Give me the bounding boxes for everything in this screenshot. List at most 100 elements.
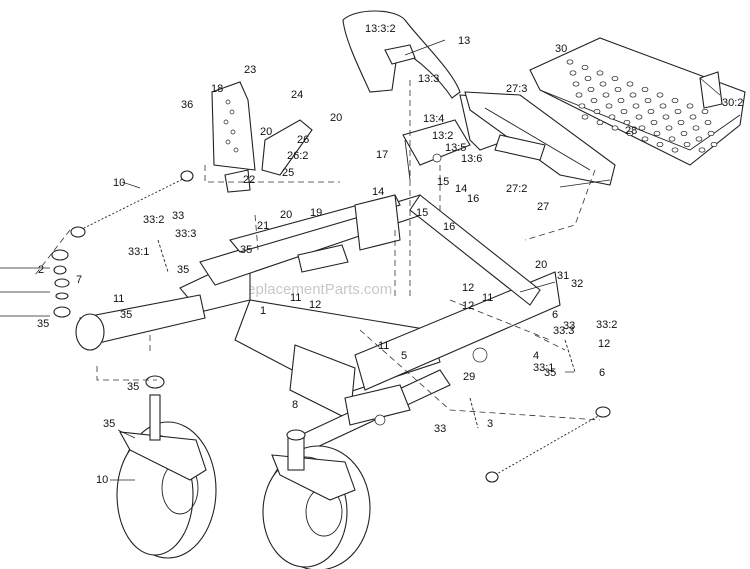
- footrest-hole: [623, 119, 631, 126]
- callout-label: 33: [563, 320, 575, 332]
- callout-label: 27:3: [506, 83, 527, 95]
- callout-label: 14: [372, 186, 384, 198]
- footrest-hole: [707, 130, 715, 137]
- footrest-hole: [692, 125, 700, 131]
- footrest-hole: [674, 108, 682, 115]
- spring-right: [485, 406, 611, 483]
- footrest-hole: [677, 119, 685, 126]
- footrest-hole: [671, 147, 679, 153]
- callout-labels: 13:3:2 13 30 23 18 36 24 13:3 27:3 30:2 …: [37, 23, 743, 486]
- callout-label: 35: [127, 381, 139, 393]
- footrest-hole: [701, 108, 709, 115]
- callout-label: 6: [552, 309, 558, 321]
- footrest-hole: [575, 92, 583, 98]
- callout-label: 20: [280, 209, 292, 221]
- footrest-hole: [581, 114, 589, 120]
- footrest-hole: [689, 114, 697, 120]
- callout-label: 16: [443, 221, 455, 233]
- left-caster-wheel: [116, 375, 217, 559]
- callout-label: 27:2: [506, 183, 527, 195]
- callout-label: 13:2: [432, 130, 453, 142]
- footrest-hole: [611, 75, 619, 82]
- footrest-hole: [578, 103, 586, 109]
- callout-label: 13:5: [445, 142, 466, 154]
- alignment-lines: [34, 80, 601, 421]
- callout-label: 12: [309, 299, 321, 311]
- callout-label: 35: [177, 264, 189, 276]
- callout-label: 13: [458, 35, 470, 47]
- adjuster-chains: [157, 239, 576, 429]
- callout-label: 26: [297, 134, 309, 146]
- footrest-hole: [596, 119, 604, 126]
- footrest-hole: [632, 103, 640, 109]
- callout-label: 33:3: [553, 325, 574, 337]
- callout-label: 19: [310, 207, 322, 219]
- callout-label: 23: [244, 64, 256, 76]
- callout-label: 33:2: [596, 319, 617, 331]
- callout-label: 33:3: [175, 228, 196, 240]
- footrest-hole: [668, 136, 676, 142]
- callout-label: 13:3: [418, 73, 439, 85]
- callout-label: 3: [487, 418, 493, 430]
- callout-label: 17: [376, 149, 388, 161]
- callout-label: 10: [96, 474, 108, 486]
- callout-label: 10: [113, 177, 125, 189]
- footrest-hole: [704, 119, 712, 126]
- callout-label: 12: [462, 282, 474, 294]
- watermark: eReplacementParts.com: [228, 281, 392, 298]
- callout-label: 20: [330, 112, 342, 124]
- callout-label: 13:6: [461, 153, 482, 165]
- footrest-hole: [644, 97, 652, 104]
- callout-label: 6: [599, 367, 605, 379]
- footrest-hole: [626, 130, 634, 137]
- footrest-hole: [614, 86, 622, 93]
- callout-label: 12: [462, 300, 474, 312]
- callout-label: 35: [37, 318, 49, 330]
- footrest-hole: [665, 125, 673, 131]
- callout-label: 20: [260, 126, 272, 138]
- callout-label: 2: [38, 264, 44, 276]
- footrest-hole: [698, 147, 706, 153]
- left-bracket: [211, 81, 313, 193]
- callout-label: 18: [211, 83, 223, 95]
- right-caster-wheel: [262, 429, 371, 569]
- footrest-hole: [602, 92, 610, 98]
- callout-label: 11: [113, 293, 124, 305]
- footrest-hole: [626, 81, 634, 87]
- footrest-hole: [596, 70, 604, 76]
- callout-label: 35: [240, 244, 252, 256]
- footrest-hole: [656, 141, 664, 148]
- footrest-hole: [638, 125, 646, 131]
- footrest-plate: [529, 37, 746, 166]
- footrest-hole: [641, 136, 649, 142]
- callout-label: 36: [181, 99, 193, 111]
- caster-hardware: [51, 249, 71, 318]
- leader-lines: [0, 39, 721, 481]
- main-frame: [75, 194, 561, 456]
- footrest-hole: [650, 119, 658, 126]
- callout-label: 27: [537, 201, 549, 213]
- callout-label: 33: [172, 210, 184, 222]
- callout-label: 12: [598, 338, 610, 350]
- logo-plate: [464, 91, 616, 186]
- footrest-hole: [629, 92, 637, 98]
- footrest-hole: [662, 114, 670, 120]
- callout-label: 13:4: [423, 113, 444, 125]
- callout-label: 33:1: [128, 246, 149, 258]
- callout-label: 28: [625, 125, 637, 137]
- callout-label: 24: [291, 89, 303, 101]
- footrest-hole: [581, 64, 589, 71]
- callout-label: 35: [544, 367, 556, 379]
- callout-label: 14: [455, 183, 467, 195]
- callout-label: 4: [533, 350, 539, 362]
- footrest-hole: [569, 70, 577, 76]
- callout-label: 5: [401, 350, 407, 362]
- callout-label: 13:3:2: [365, 23, 396, 35]
- footrest-hole: [686, 103, 694, 109]
- callout-label: 11: [482, 292, 493, 304]
- footrest-hole: [566, 59, 574, 65]
- callout-label: 35: [120, 309, 132, 321]
- footrest-hole: [656, 92, 664, 98]
- footrest-hole: [593, 108, 601, 115]
- footrest-hole: [683, 141, 691, 148]
